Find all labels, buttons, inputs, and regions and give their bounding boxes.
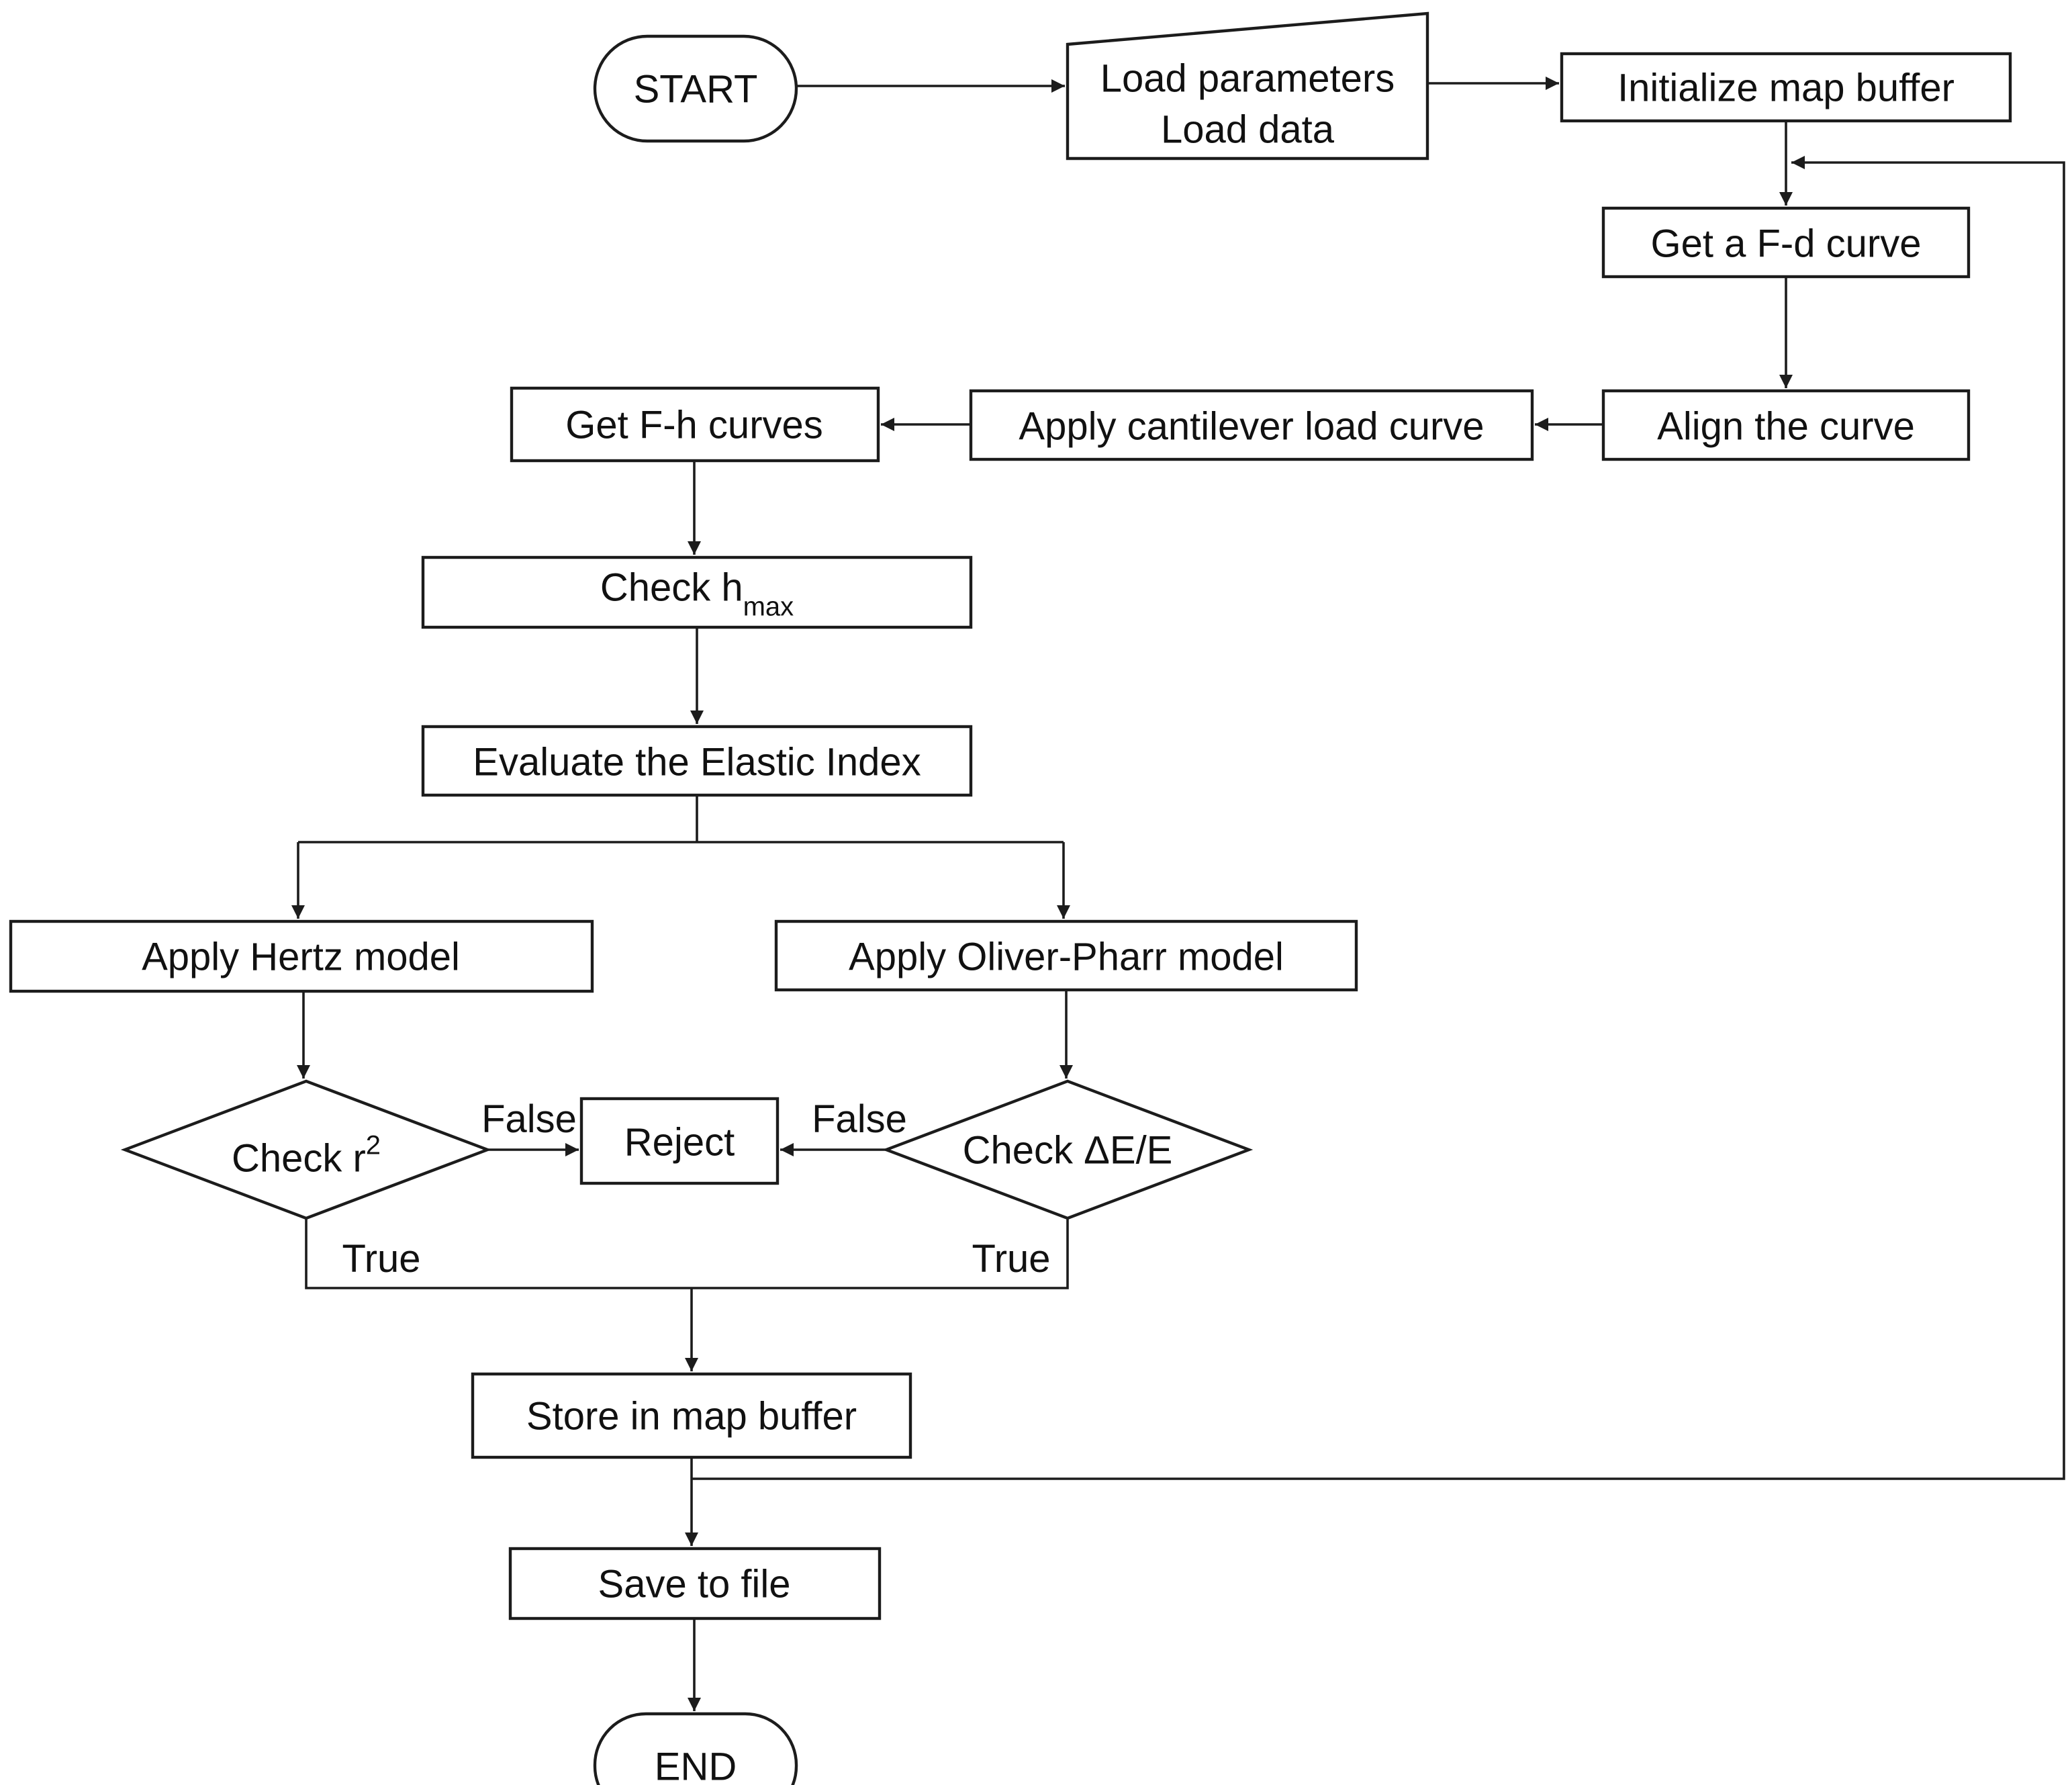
node-load-line1: Load parameters bbox=[1100, 56, 1395, 100]
edge-true-converge bbox=[305, 1218, 1069, 1289]
node-getfh-label: Get F-h curves bbox=[565, 403, 823, 447]
node-store-label: Store in map buffer bbox=[526, 1394, 857, 1438]
node-hertz-label: Apply Hertz model bbox=[142, 935, 460, 978]
node-getfd-label: Get a F-d curve bbox=[1651, 222, 1922, 265]
decision-checkde-label: Check ΔE/E bbox=[963, 1128, 1173, 1172]
node-align-label: Align the curve bbox=[1657, 404, 1915, 448]
edge-evaluate-split bbox=[298, 795, 1064, 843]
node-apply-cantilever-load-curve: Apply cantilever load curve bbox=[969, 389, 1534, 461]
decision-checkr2-label: Check r2 bbox=[232, 1130, 381, 1180]
node-reject: Reject bbox=[579, 1097, 780, 1185]
node-end: END bbox=[593, 1712, 798, 1785]
node-oliver-label: Apply Oliver-Pharr model bbox=[849, 935, 1284, 978]
label-false-right: False bbox=[812, 1097, 907, 1141]
node-save-label: Save to file bbox=[598, 1562, 791, 1606]
node-check-hmax: Check hmax bbox=[421, 555, 973, 629]
node-end-label: END bbox=[655, 1745, 737, 1785]
node-load-parameters: Load parameters Load data bbox=[1066, 11, 1429, 161]
node-save-to-file: Save to file bbox=[508, 1547, 882, 1620]
node-init-label: Initialize map buffer bbox=[1617, 66, 1955, 109]
node-evaluate-label: Evaluate the Elastic Index bbox=[473, 740, 921, 784]
node-get-fd-curve: Get a F-d curve bbox=[1601, 206, 1971, 279]
node-initialize-map-buffer: Initialize map buffer bbox=[1560, 52, 2012, 123]
node-checkhmax-label: Check hmax bbox=[600, 565, 794, 621]
node-start-label: START bbox=[634, 67, 758, 111]
label-false-left: False bbox=[481, 1097, 577, 1141]
node-align-curve: Align the curve bbox=[1601, 389, 1971, 461]
decision-check-r2: Check r2 bbox=[120, 1079, 492, 1220]
node-store-in-map-buffer: Store in map buffer bbox=[471, 1372, 912, 1459]
node-apply-oliver-pharr-model: Apply Oliver-Pharr model bbox=[774, 919, 1358, 992]
node-cantilever-label: Apply cantilever load curve bbox=[1019, 404, 1484, 448]
node-evaluate-elastic-index: Evaluate the Elastic Index bbox=[421, 725, 973, 797]
node-start: START bbox=[593, 34, 798, 143]
node-reject-label: Reject bbox=[624, 1120, 735, 1164]
label-true-left: True bbox=[342, 1237, 420, 1281]
node-apply-hertz-model: Apply Hertz model bbox=[9, 919, 594, 993]
decision-check-delta-e: Check ΔE/E bbox=[882, 1079, 1254, 1220]
node-load-line2: Load data bbox=[1161, 107, 1335, 151]
node-get-fh-curves: Get F-h curves bbox=[510, 386, 880, 463]
label-true-right: True bbox=[972, 1237, 1050, 1281]
edge-loop-back bbox=[692, 156, 2065, 1480]
